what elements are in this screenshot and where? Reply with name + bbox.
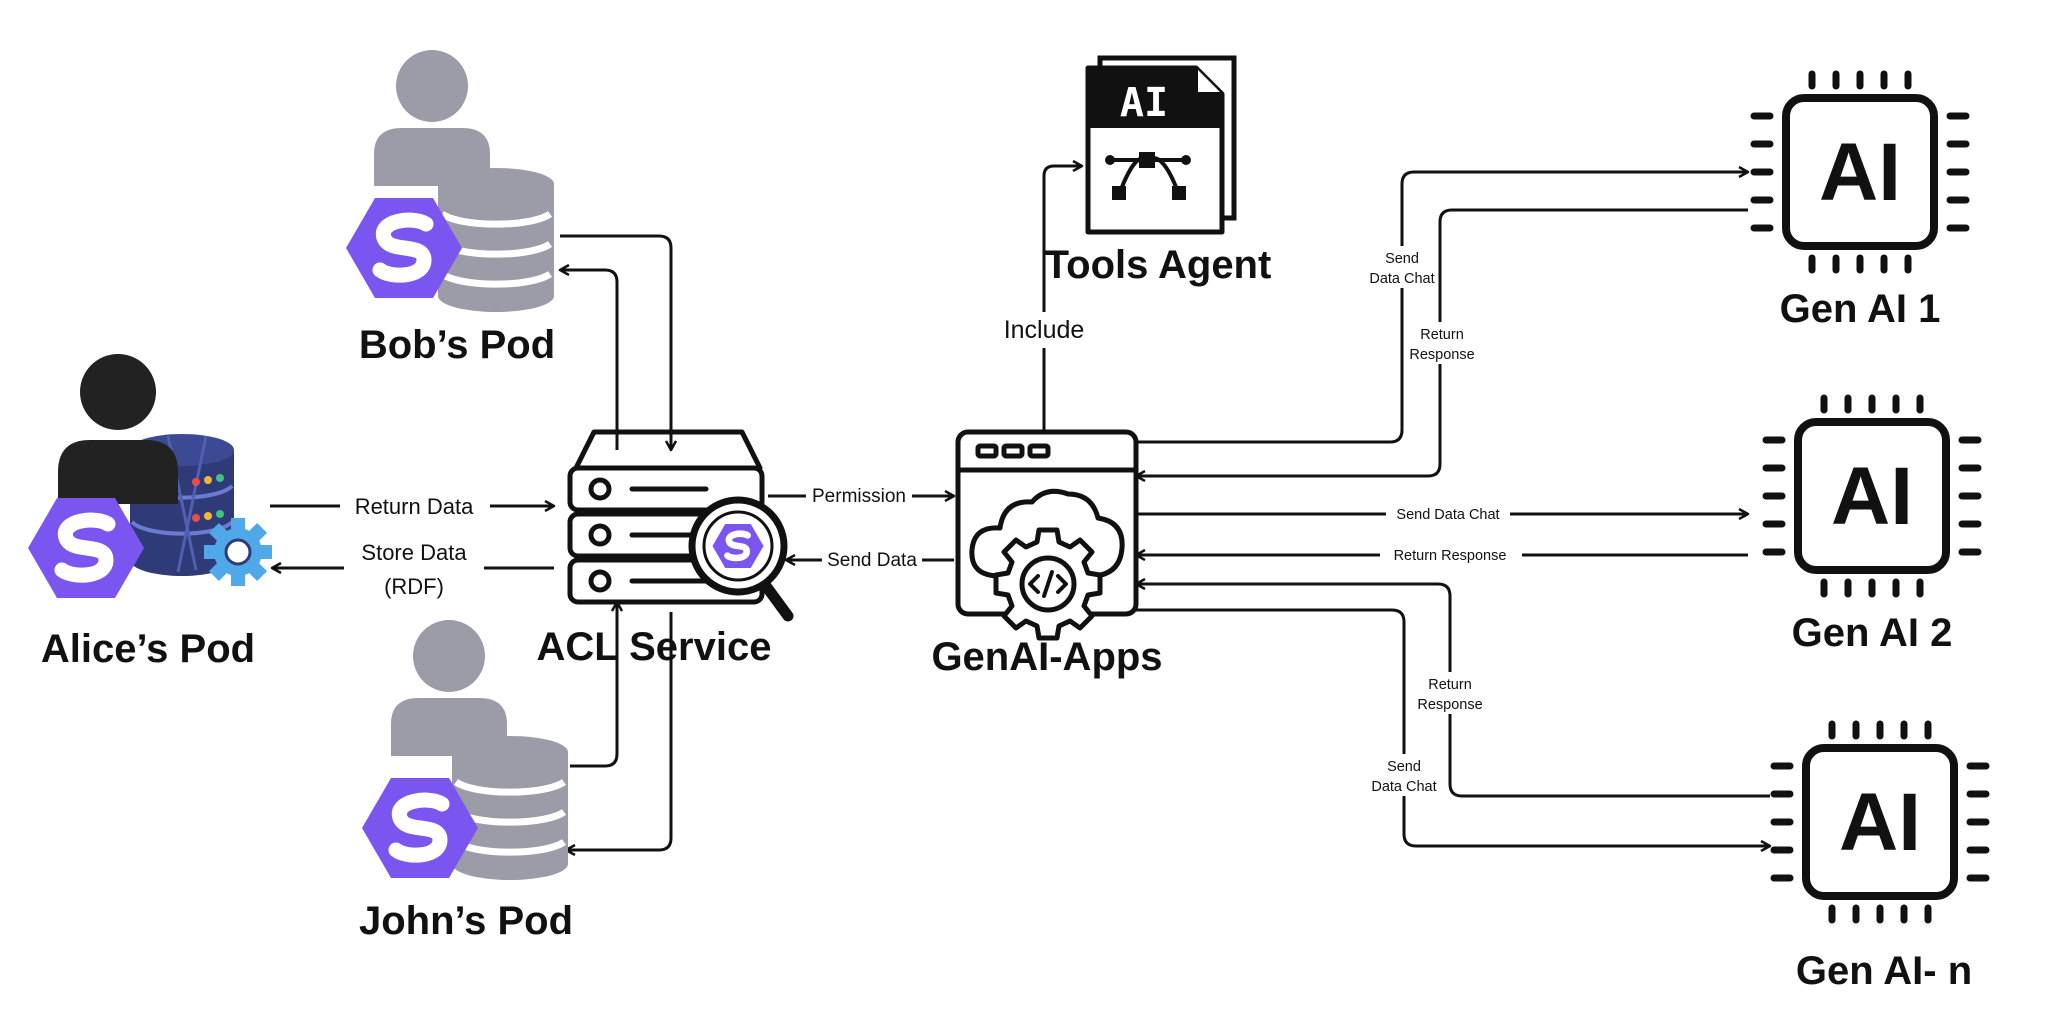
acl-to-john-arrow [566,612,673,850]
john-pod-title: John’s Pod [359,899,573,943]
solid-s-hexagon-icon [28,498,144,598]
person-icon [374,50,490,186]
acl-to-bob-arrow [560,270,619,450]
gen-ai-1-title: Gen AI 1 [1780,287,1941,331]
tools-agent-title: Tools Agent [1045,243,1272,287]
ai1-return-label: Return [1420,327,1464,343]
ain-send-label-2: Data Chat [1371,779,1436,795]
gen-ai-n-title: Gen AI- n [1796,949,1972,993]
store-data-format-label: (RDF) [384,574,444,599]
ai-file-label: AI [1120,80,1168,126]
ain-return-label-2: Response [1417,697,1482,713]
magnifier-icon [688,496,794,622]
alice-pod-node: Alice’s Pod [28,354,272,671]
edge-labels: Return Data Store Data (RDF) Permission … [355,251,1507,795]
john-to-acl-arrow [570,602,617,768]
gen-ai-2-title: Gen AI 2 [1792,611,1953,655]
person-icon [391,620,507,756]
ai-chip-label: AI [1819,127,1901,218]
ain-return-label: Return [1428,677,1472,693]
ai-chip-label: AI [1839,777,1921,868]
gen-ai-2-node: AI Gen AI 2 [1766,398,1978,655]
bob-pod-title: Bob’s Pod [359,323,555,367]
gen-ai-n-node: AI Gen AI- n [1774,724,1986,993]
ain-send-arrow [1136,608,1770,846]
database-stack-icon [452,736,568,880]
ai-chip-icon: AI [1774,724,1986,920]
tools-agent-node: AI Tools Agent [1045,55,1272,287]
person-icon [58,354,178,504]
john-pod-node: John’s Pod [359,620,573,943]
ai1-send-label: Send [1385,251,1419,267]
ai2-return-label: Return Response [1394,548,1507,564]
cloud-app-window-icon [955,429,1139,617]
ai1-send-label-2: Data Chat [1369,271,1434,287]
genai-apps-node: GenAI-Apps [931,429,1163,679]
bob-to-acl-arrow [560,234,671,450]
ai-chip-label: AI [1831,451,1913,542]
genai-apps-title: GenAI-Apps [931,635,1162,679]
send-data-label: Send Data [827,550,917,571]
permission-label: Permission [812,486,906,507]
ai1-return-label-2: Response [1409,347,1474,363]
store-data-label: Store Data [361,540,467,565]
gear-icon [993,527,1103,641]
ai1-send-arrow [1136,172,1748,444]
include-arrow [1042,166,1082,430]
ai-file-icon: AI [1085,55,1237,235]
gear-icon [204,518,272,586]
ai-chip-icon: AI [1766,398,1978,594]
ai-chip-icon: AI [1754,74,1966,270]
alice-pod-title: Alice’s Pod [41,627,255,671]
ain-send-label: Send [1387,759,1421,775]
include-label: Include [1004,316,1085,344]
acl-service-node: ACL Service [537,429,794,669]
bob-pod-node: Bob’s Pod [346,50,555,367]
acl-service-title: ACL Service [537,625,772,669]
gen-ai-1-node: AI Gen AI 1 [1754,74,1966,331]
return-data-label: Return Data [355,494,474,519]
ai2-send-label: Send Data Chat [1396,507,1499,523]
